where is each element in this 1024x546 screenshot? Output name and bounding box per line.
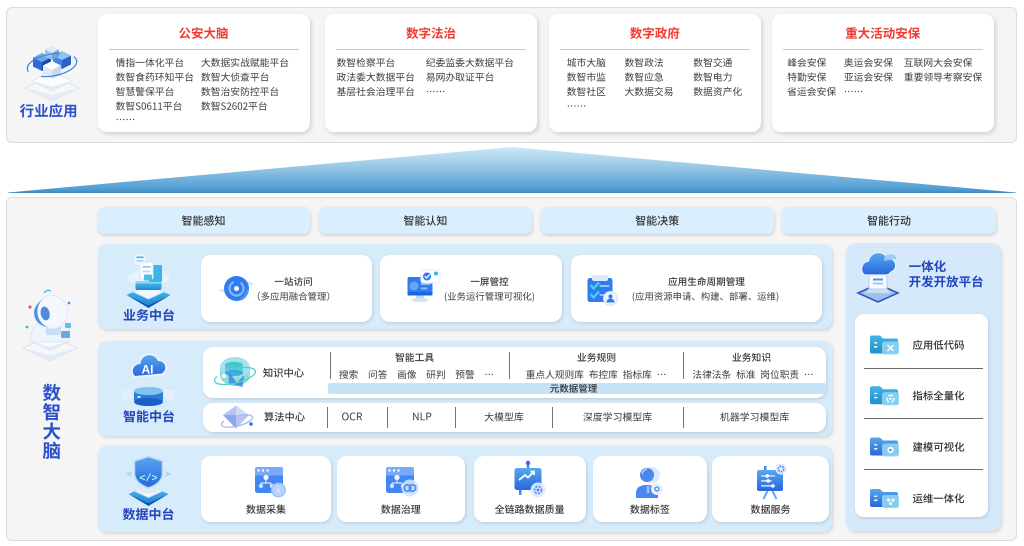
svg-text:</>: </> <box>139 473 157 485</box>
svg-text:c: c <box>277 488 280 494</box>
svg-text:AI: AI <box>142 363 154 377</box>
